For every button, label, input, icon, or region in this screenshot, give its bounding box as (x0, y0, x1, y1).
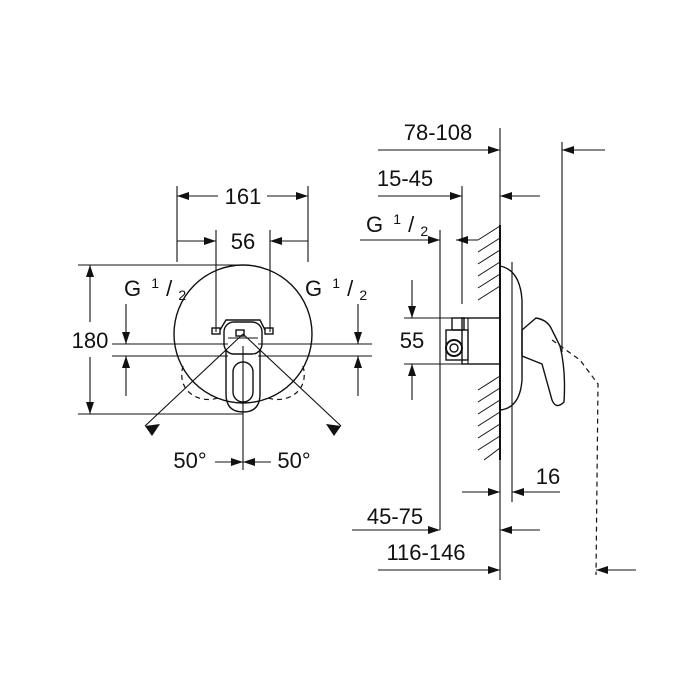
angle-line-right (242, 333, 342, 427)
angle-right-label: 50° (277, 448, 310, 473)
dimension-116-146: 116-146 (378, 540, 636, 574)
thread-left-num: 1 (151, 275, 159, 291)
dimension-55: 55 (400, 280, 462, 400)
dim-55-label: 55 (400, 328, 424, 353)
dim-16-label: 16 (536, 464, 560, 489)
front-view: 161 56 180 G 1 / (72, 184, 372, 473)
thread-left-den: 2 (178, 287, 186, 303)
wall-hatch (477, 225, 501, 461)
thread-right-num: 1 (332, 275, 340, 291)
angle-line-left (144, 333, 244, 427)
svg-text:G 1 /: G 1 / 2 (366, 204, 428, 239)
dimension-161: 161 (176, 184, 309, 262)
dim-116-146-label: 116-146 (386, 540, 465, 565)
thread-left: G 1 / 2 (112, 268, 228, 396)
cover-plate-side (499, 265, 523, 411)
lever-side (521, 317, 599, 576)
dimension-15-45: 15-45 (377, 166, 540, 200)
swing-right-dashed (267, 365, 305, 400)
dimension-180: 180 (72, 264, 243, 415)
thread-right-base: G (305, 276, 322, 301)
dim-45-75-label: 45-75 (367, 504, 423, 529)
thread-side-num: 1 (393, 211, 401, 227)
dim-180-label: 180 (72, 328, 109, 353)
svg-text:G 1 /: G 1 / 2 (305, 268, 367, 303)
svg-text:G 1 /: G 1 / 2 (124, 268, 186, 303)
dim-56-label: 56 (231, 229, 255, 254)
valve-body (445, 317, 501, 365)
thread-right: G 1 / 2 (258, 268, 372, 396)
dim-78-108-label: 78-108 (404, 120, 473, 145)
dimension-56: 56 (177, 229, 308, 332)
thread-side: G 1 / 2 (360, 204, 478, 244)
swing-left-dashed (181, 365, 219, 400)
dimension-78-108: 78-108 (378, 120, 605, 352)
dim-15-45-label: 15-45 (377, 166, 433, 191)
side-view: 78-108 15-45 G 1 / 2 (352, 120, 636, 580)
thread-right-den: 2 (359, 287, 367, 303)
thread-side-den: 2 (420, 223, 428, 239)
thread-left-base: G (124, 276, 141, 301)
dimension-16: 16 (462, 416, 560, 502)
dimension-45-75: 45-75 (352, 504, 540, 534)
thread-side-base: G (366, 212, 383, 237)
angle-left-label: 50° (173, 448, 206, 473)
dim-161-label: 161 (225, 184, 262, 209)
